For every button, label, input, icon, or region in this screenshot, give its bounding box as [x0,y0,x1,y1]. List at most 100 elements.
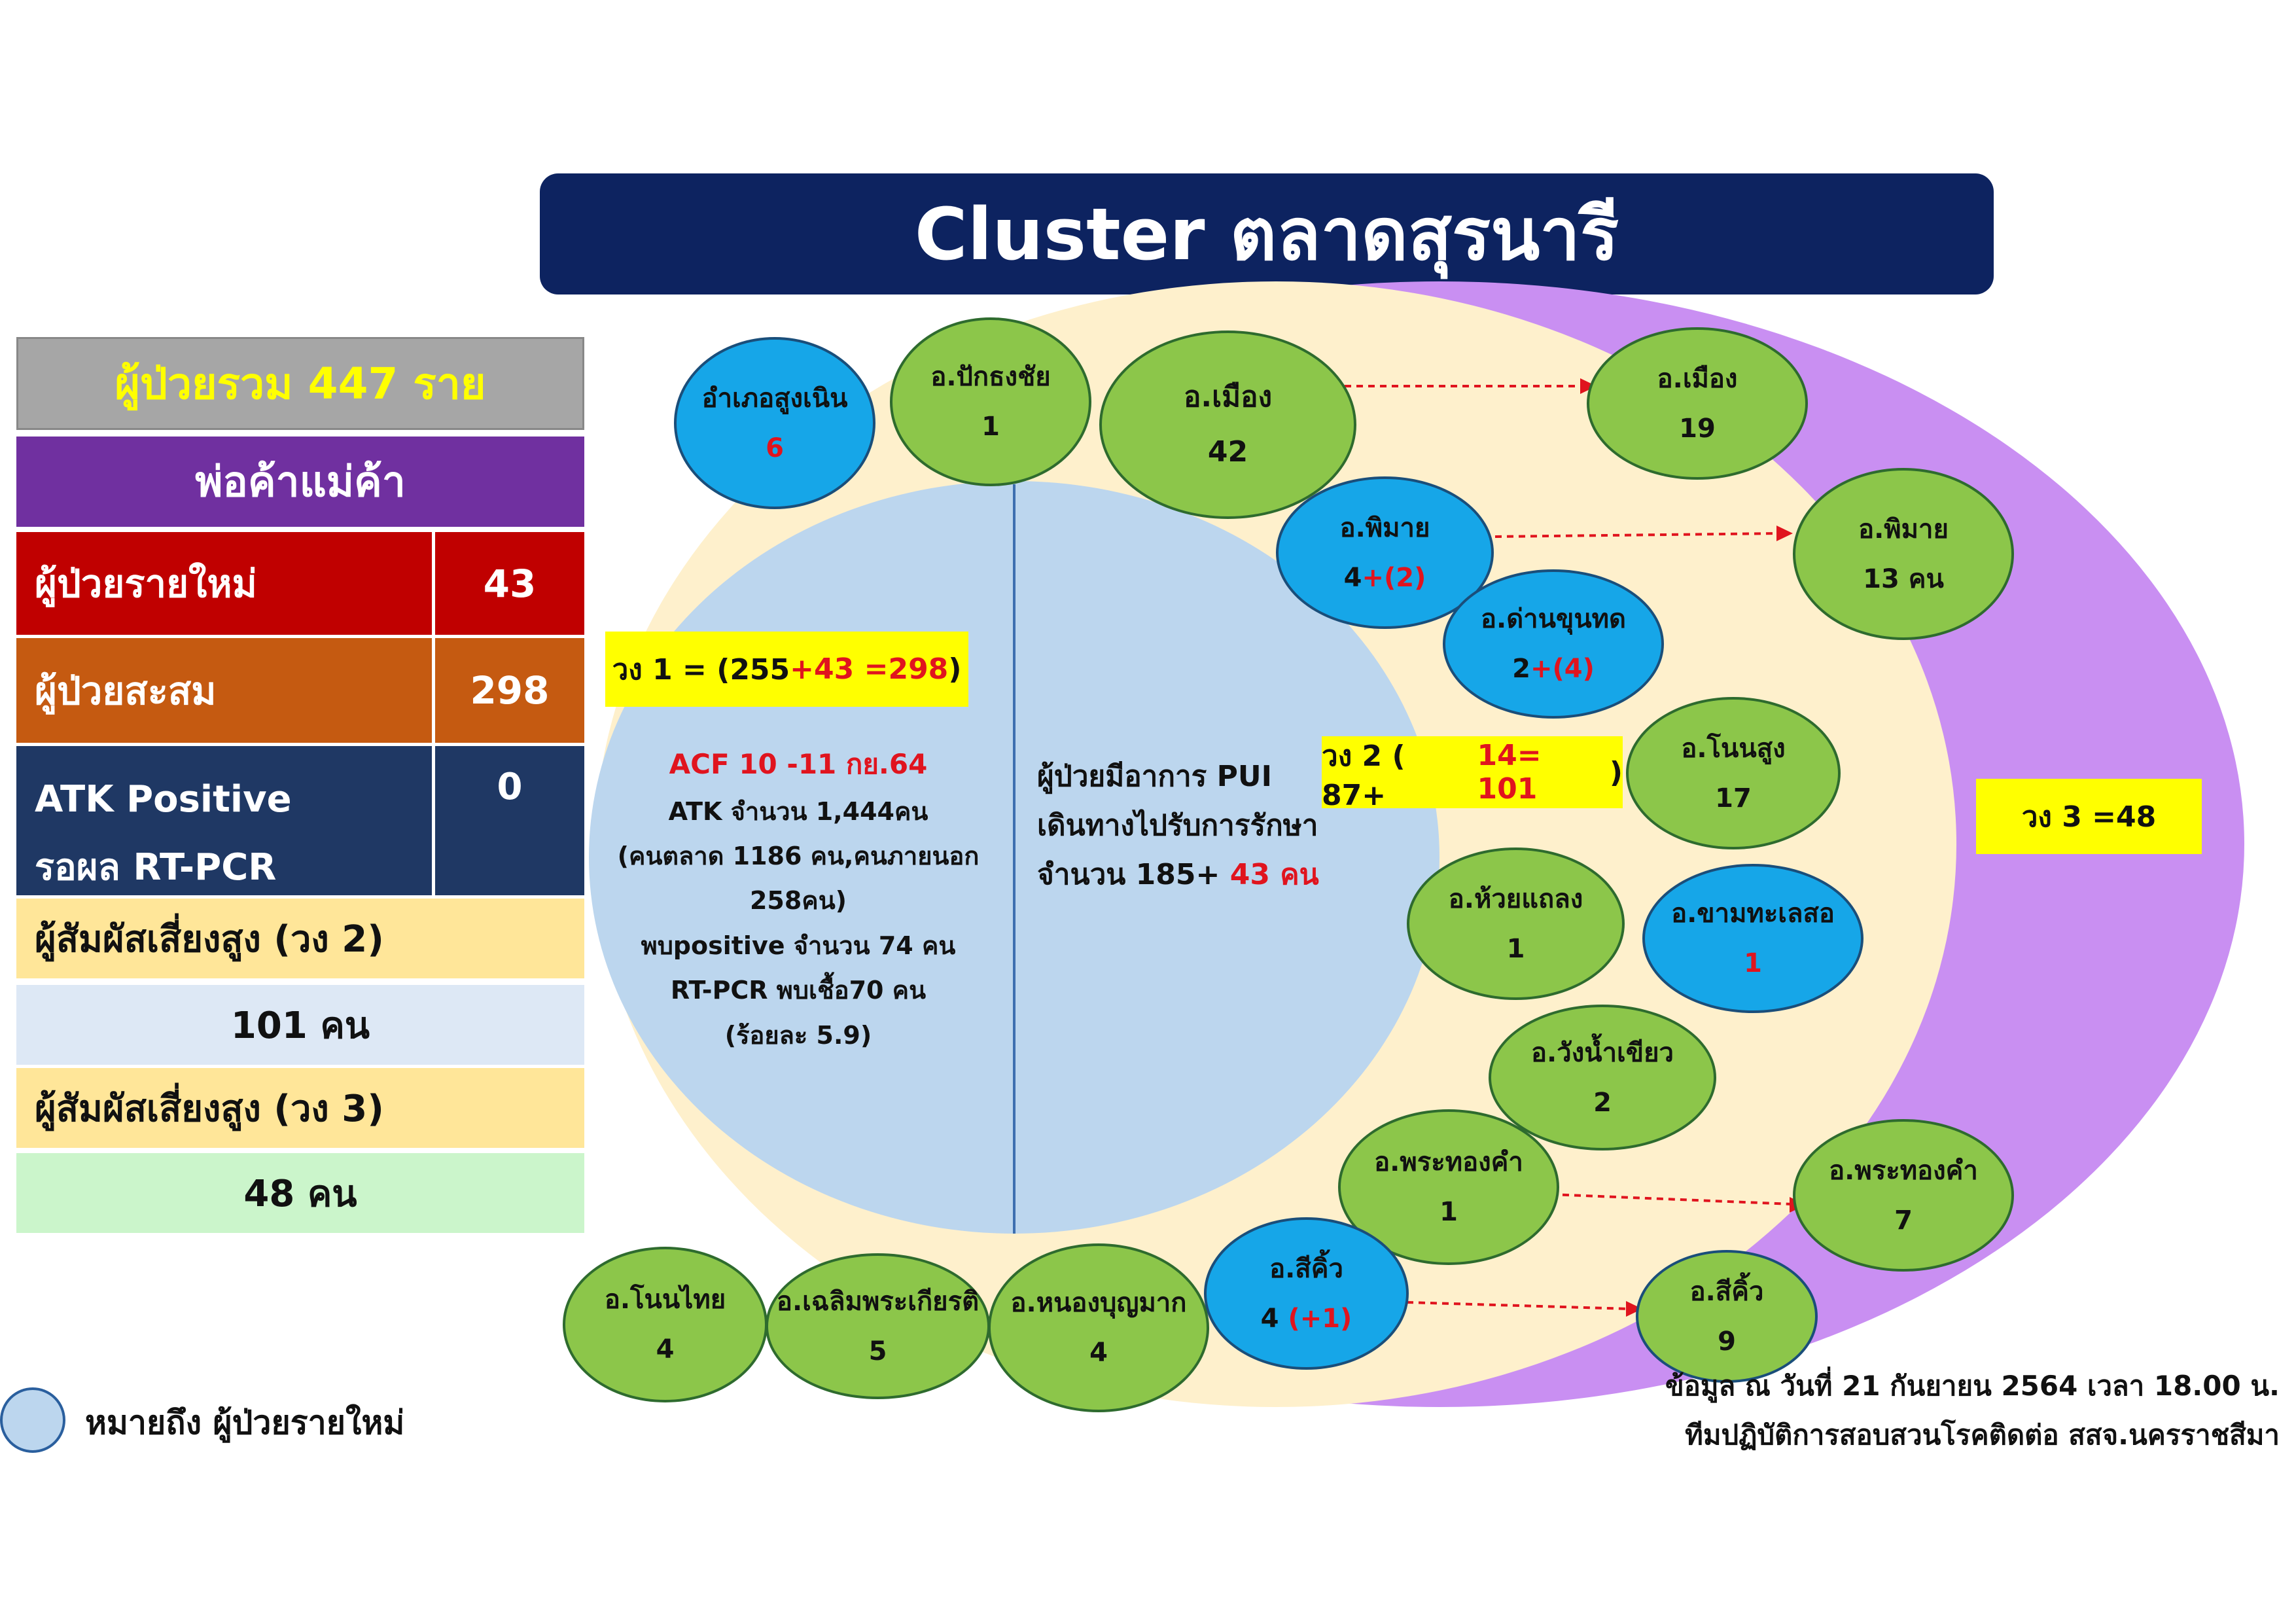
ring1-label-a: วง 1 = (255 [612,652,790,687]
ring1-label-c: ) [948,652,962,686]
bubble-count: 17 [1715,783,1752,813]
bubble-name: อ.วังน้ำเขียว [1531,1037,1674,1068]
bubble-name: อ.หนองบุญมาก [1010,1288,1187,1318]
page-title: Cluster ตลาดสุรนารี [540,173,1994,294]
bubble-nonsung: อ.โนนสูง 17 [1626,697,1841,849]
bubble-count: 1 [1744,948,1762,978]
bubble-count: 7 [1894,1205,1913,1236]
atk-row: ATK Positive รอผล RT-PCR 0 [16,746,584,895]
cumulative-value: 298 [470,668,550,713]
bubble-name: อ.พระทองคำ [1374,1147,1523,1177]
ring3-contacts-label: ผู้สัมผัสเสี่ยงสูง (วง 3) [35,1087,384,1130]
bubble-name: อ.เมือง [1183,380,1273,414]
bubble-name: อ.ห้วยแถลง [1448,883,1583,914]
footer-date: ข้อมูล ณ วันที่ 21 กันยายน 2564 เวลา 18.… [1665,1370,2280,1402]
pui-line3-b: 43 คน [1229,857,1319,891]
pui-line3: จำนวน 185+ 43 คน [1037,851,1351,900]
ring2-contacts-label: ผู้สัมผัสเสี่ยงสูง (วง 2) [35,918,384,961]
bubble-name: อำเภอสูงเนิน [701,383,848,414]
bubble-count: 4 [1089,1338,1108,1368]
bubble-phimai-ring2: อ.พิมาย 4+(2) [1276,476,1494,629]
bubble-dankhunthot: อ.ด่านขุนทด 2+(4) [1443,569,1664,719]
ring3-contacts-value: 48 คน [243,1172,357,1215]
ring3-label: วง 3 =48 [1976,779,2202,854]
bubble-count: 1 [1439,1197,1458,1227]
acf-line3: พบpositive จำนวน 74 คน [641,931,956,960]
acf-info: ACF 10 -11 กย.64 ATK จำนวน 1,444คน (คนตล… [586,740,1011,1058]
bubble-count: 4 [1343,562,1362,593]
merchants-header: พ่อค้าแม่ค้า [16,437,584,527]
bubble-count: 42 [1207,435,1248,469]
bubble-name: อ.เมือง [1657,363,1738,394]
ring1-label: วง 1 = (255+43 =298) [605,632,968,707]
ring2-label-c: ) [1609,755,1623,789]
bubble-name: อ.พิมาย [1858,514,1949,544]
bubble-sikhio-ring3: อ.สีคิ้ว 9 [1636,1250,1818,1383]
ring2-label-a: วง 2 ( 87+ [1322,739,1405,812]
bubble-count-extra: +(2) [1362,562,1426,593]
bubble-count: 5 [868,1336,887,1366]
bubble-mueang-ring2: อ.เมือง 42 [1099,330,1356,519]
bubble-name: อ.โนนสูง [1681,733,1786,764]
bubble-count: 1 [981,412,1000,442]
bubble-khamthalesso: อ.ขามทะเลสอ 1 [1642,864,1863,1013]
bubble-count-row: 2+(4) [1512,644,1595,694]
bubble-sikhio-ring2: อ.สีคิ้ว 4 (+1) [1204,1217,1409,1370]
ring3-label-text: วง 3 =48 [2021,800,2157,834]
cumulative-label: ผู้ป่วยสะสม [35,668,217,713]
bubble-nonthai: อ.โนนไทย 4 [563,1247,768,1402]
bubble-wangnamkhiao: อ.วังน้ำเขียว 2 [1489,1005,1716,1150]
page-title-text: Cluster ตลาดสุรนารี [914,192,1619,276]
pui-line2: เดินทางไปรับการรักษา [1037,808,1318,842]
row-divider [432,746,435,895]
bubble-name: อ.ขามทะเลสอ [1671,899,1835,929]
footer-team: ทีมปฏิบัติการสอบสวนโรคติดต่อ สสจ.นครราชส… [1685,1419,2280,1451]
row-divider [432,532,435,635]
atk-value: 0 [497,766,523,808]
new-patients-value: 43 [483,561,537,606]
cumulative-row: ผู้ป่วยสะสม 298 [16,638,584,743]
bubble-name: อ.พิมาย [1339,512,1430,543]
legend-circle-icon [0,1387,65,1453]
atk-label-line1: ATK Positive [35,778,292,821]
new-patients-row: ผู้ป่วยรายใหม่ 43 [16,532,584,635]
bubble-huaythalaeng: อ.ห้วยแถลง 1 [1407,847,1625,1000]
bubble-chaloemphrakiat: อ.เฉลิมพระเกียรติ 5 [766,1253,990,1399]
atk-label-line2: รอผล RT-PCR [35,846,277,889]
bubble-count-extra: (+1) [1288,1303,1352,1334]
ring3-contacts-value-row: 48 คน [16,1153,584,1233]
row-divider [432,638,435,743]
arrow-phimai [1494,532,1780,538]
ring3-contacts-row: ผู้สัมผัสเสี่ยงสูง (วง 3) [16,1068,584,1148]
total-patients-text: ผู้ป่วยรวม 447 ราย [115,358,486,409]
bubble-count: 4 [1260,1303,1288,1334]
bubble-phrathongkham-ring2: อ.พระทองคำ 1 [1338,1109,1559,1265]
bubble-sungnoen: อำเภอสูงเนิน 6 [674,337,875,509]
bubble-count-extra: +(4) [1530,654,1595,684]
ring2-contacts-row: ผู้สัมผัสเสี่ยงสูง (วง 2) [16,899,584,978]
bubble-name: อ.โนนไทย [604,1285,726,1315]
acf-line5: (ร้อยละ 5.9) [724,1020,872,1050]
ring2-label-b: 14= 101 [1477,739,1542,806]
bubble-nongbunmak: อ.หนองบุญมาก 4 [988,1243,1209,1412]
bubble-count: 13 คน [1863,563,1944,594]
merchants-text: พ่อค้าแม่ค้า [195,458,406,507]
legend-text: หมายถึง ผู้ป่วยรายใหม่ [85,1404,405,1442]
arrow-phrathongkham [1550,1193,1793,1205]
bubble-name: อ.สีคิ้ว [1689,1276,1764,1307]
bubble-mueang-ring3: อ.เมือง 19 [1587,327,1808,480]
ring2-contacts-value-row: 101 คน [16,985,584,1065]
acf-line4: RT-PCR พบเชื้อ70 คน [670,976,927,1005]
bubble-pakthongchai: อ.ปักธงชัย 1 [890,317,1091,486]
bubble-count: 2 [1512,654,1530,684]
bubble-count: 1 [1506,933,1525,964]
pui-info: ผู้ป่วยมีอาการ PUI เดินทางไปรับการรักษา … [1037,753,1351,899]
acf-line1: ATK จำนวน 1,444คน [668,796,928,826]
ring1-label-b: +43 =298 [790,652,949,686]
atk-label: ATK Positive รอผล RT-PCR [16,746,292,901]
bubble-name: อ.เฉลิมพระเกียรติ [776,1286,980,1317]
pui-line3-a: จำนวน 185+ [1037,857,1230,891]
ring2-contacts-value: 101 คน [230,1004,370,1047]
bubble-count-row: 4 (+1) [1261,1294,1352,1344]
bubble-phrathongkham-ring3: อ.พระทองคำ 7 [1793,1119,2014,1272]
